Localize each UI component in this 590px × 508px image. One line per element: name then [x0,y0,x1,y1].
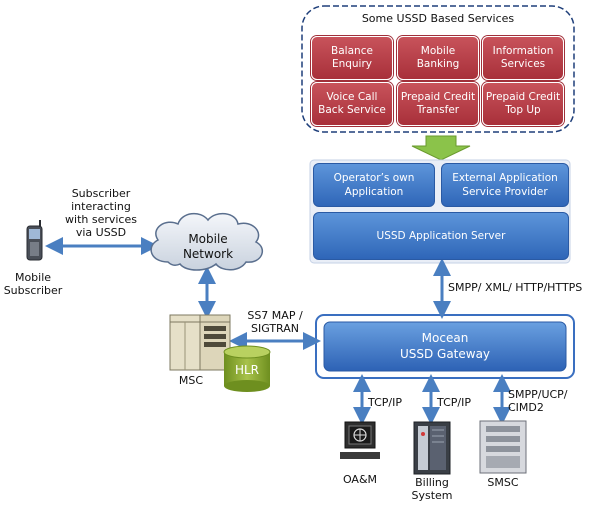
ss7-label: SS7 MAP / SIGTRAN [238,309,312,335]
service-line2: Transfer [416,104,460,116]
gateway-box [323,321,567,372]
service-line2: Back Service [318,104,386,116]
mobile-subscriber-line1: Mobile [14,271,52,284]
billing-line2: System [411,489,453,502]
mobile-network-line1: Mobile [188,232,228,246]
gateway-line2: USSD Gateway [399,347,491,361]
billing-server-icon [413,421,451,475]
smpp-xml-label: SMPP/ XML/ HTTP/HTTPS [448,281,583,294]
mobile-subscriber-line2: Subscriber [3,284,63,297]
subscriber-note-line2: interacting [71,200,131,213]
gateway-label: Mocean USSD Gateway [324,330,566,362]
subscriber-note-line1: Subscriber [71,187,131,200]
smpp-ucp-line1: SMPP/UCP/ [508,388,568,401]
services-group-title: Some USSD Based Services [361,12,515,25]
smsc-rack-icon [479,420,527,474]
service-line1: Voice Call [326,91,378,103]
mobile-network-label: Mobile Network [168,232,248,262]
ussd-application-server-box: USSD Application Server [313,212,569,260]
mobile-phone-icon [26,220,43,261]
smpp-ucp-label: SMPP/UCP/ CIMD2 [508,388,568,414]
app-server-label: USSD Application Server [376,230,506,242]
subscriber-note-line4: via USSD [75,226,127,239]
service-line2: Top Up [505,104,541,116]
service-line1: Prepaid Credit [485,91,561,103]
service-line2: Services [500,58,546,70]
service-line1: Prepaid Credit [400,91,476,103]
gateway-line1: Mocean [421,331,469,345]
smsc-label: SMSC [487,476,519,489]
mobile-network-line2: Network [182,247,234,261]
service-line1: Information [492,45,554,57]
smpp-ucp-line2: CIMD2 [508,401,544,414]
operator-app-line2: Application [344,186,404,198]
ss7-line2: SIGTRAN [250,322,300,335]
hlr-cylinder-icon [223,345,271,392]
tcpip-label-oam: TCP/IP [368,396,402,409]
service-line2: Enquiry [331,58,373,70]
funnel-arrow [411,135,471,161]
subscriber-note-line3: with services [65,213,137,226]
service-line1: Balance [331,45,373,57]
billing-label: Billing System [407,476,457,502]
subscriber-note: Subscriber interacting with services via… [56,187,146,239]
operator-app-line1: Operator’s own [333,172,415,184]
ss7-line1: SS7 MAP / [247,309,303,322]
msc-rack-icon [169,314,231,371]
tcpip-label-billing: TCP/IP [437,396,471,409]
oam-label: OA&M [342,473,378,486]
mobile-network-cloud [150,212,264,271]
oam-computer-icon [340,421,380,459]
billing-line1: Billing [415,476,449,489]
service-line1: Mobile [420,45,456,57]
external-app-line1: External Application [452,172,558,184]
mobile-subscriber-label: Mobile Subscriber [0,271,66,297]
hlr-label: HLR [234,363,260,377]
service-line2: Banking [416,58,460,70]
external-app-line2: Service Provider [462,186,548,198]
msc-label: MSC [178,374,204,387]
